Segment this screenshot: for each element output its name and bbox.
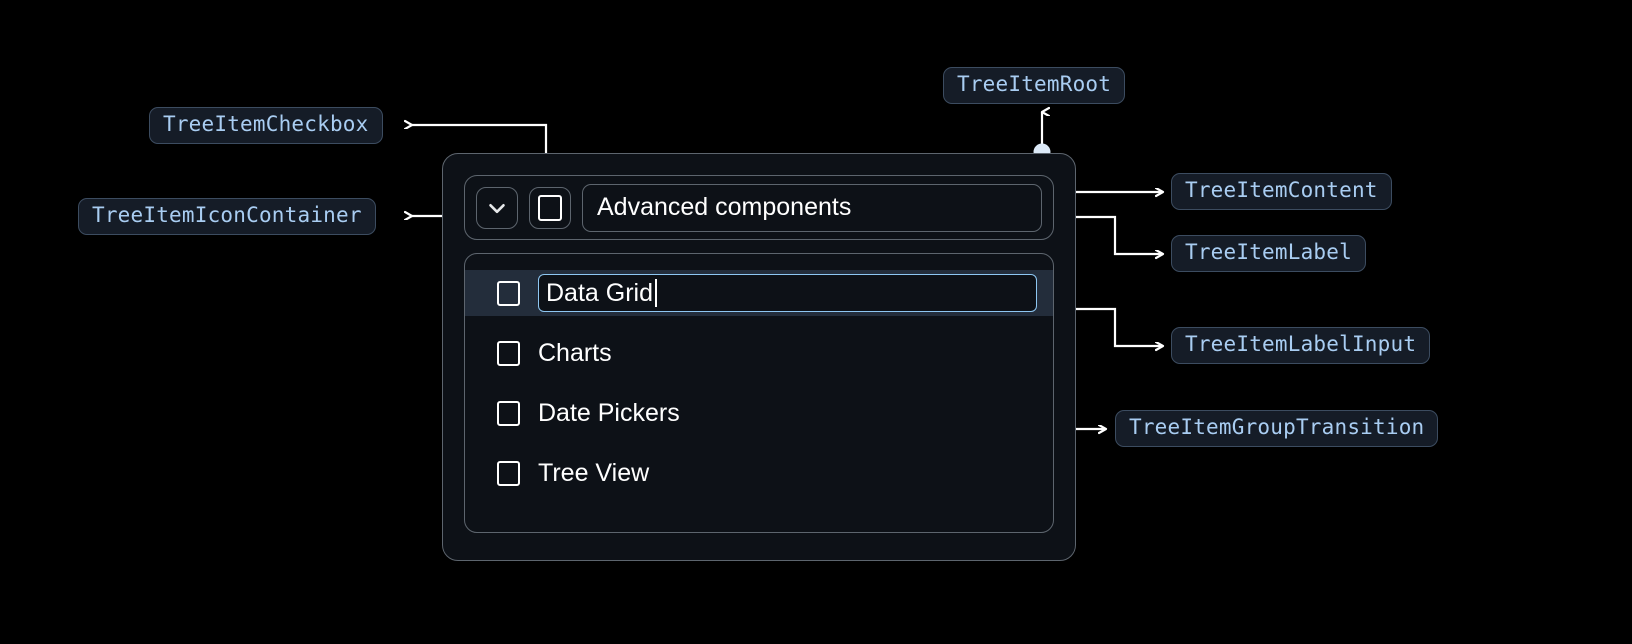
chevron-down-icon bbox=[484, 195, 510, 221]
tree-item-root: Advanced components Data Grid Charts Dat… bbox=[442, 153, 1076, 561]
tree-item-checkbox[interactable] bbox=[529, 186, 571, 229]
tree-item-label-child: Tree View bbox=[538, 458, 650, 487]
tree-item-checkbox-child[interactable] bbox=[497, 340, 520, 366]
tree-item-row[interactable]: Charts bbox=[465, 330, 1053, 376]
tree-item-label: Advanced components bbox=[582, 183, 1042, 232]
tree-item-row[interactable]: Date Pickers bbox=[465, 390, 1053, 436]
tree-item-row[interactable]: Tree View bbox=[465, 450, 1053, 496]
tree-item-label-child: Date Pickers bbox=[538, 398, 680, 427]
label-input-value: Data Grid bbox=[546, 278, 653, 307]
annotation-chip-checkbox: TreeItemCheckbox bbox=[149, 107, 383, 145]
annotation-chip-label: TreeItemLabel bbox=[1171, 235, 1366, 273]
annotation-chip-content: TreeItemContent bbox=[1171, 173, 1392, 211]
tree-item-content[interactable]: Advanced components bbox=[464, 175, 1054, 240]
tree-item-checkbox-child[interactable] bbox=[497, 400, 520, 426]
tree-item-row[interactable]: Data Grid bbox=[465, 270, 1053, 316]
annotation-chip-label-input: TreeItemLabelInput bbox=[1171, 327, 1431, 365]
tree-item-label-input[interactable]: Data Grid bbox=[538, 274, 1037, 312]
annotation-chip-icon-container: TreeItemIconContainer bbox=[78, 198, 376, 236]
tree-item-group-transition: Data Grid Charts Date Pickers Tree View bbox=[464, 253, 1054, 533]
text-caret bbox=[654, 279, 657, 307]
annotation-chip-root: TreeItemRoot bbox=[943, 67, 1126, 105]
checkbox-box-icon bbox=[538, 194, 562, 221]
tree-item-checkbox-child[interactable] bbox=[497, 280, 520, 306]
tree-item-icon-container[interactable] bbox=[476, 186, 518, 229]
tree-item-label-child: Charts bbox=[538, 338, 612, 367]
tree-item-checkbox-child[interactable] bbox=[497, 460, 520, 486]
annotation-chip-group-transition: TreeItemGroupTransition bbox=[1115, 410, 1439, 448]
